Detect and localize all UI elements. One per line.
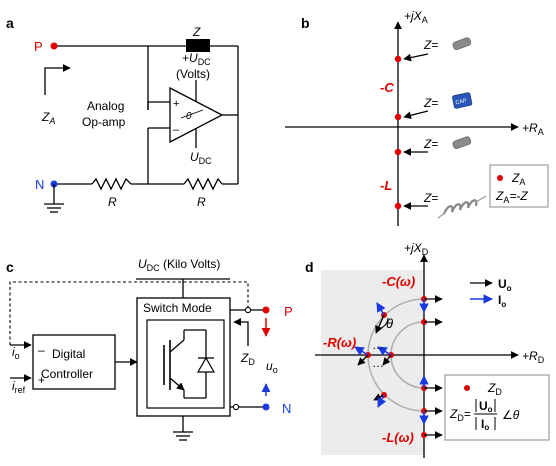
panel-d: d +jXD +RD xyxy=(305,241,550,458)
udc-label: +UDC xyxy=(182,51,211,67)
panel-b-label: b xyxy=(301,15,310,31)
z-eq-4: Z= xyxy=(423,191,438,205)
opamp-triangle xyxy=(169,86,224,144)
volts-label: (Volts) xyxy=(176,67,210,81)
r2-label: R xyxy=(197,195,206,209)
switch-mode-label: Switch Mode xyxy=(143,301,212,315)
b-legend xyxy=(489,164,549,208)
opamp-zero: 0 xyxy=(186,111,192,122)
analog-label: Analog xyxy=(87,99,124,113)
neg-l-label: -L xyxy=(380,178,392,193)
svg-text:∠θ: ∠θ xyxy=(502,408,520,422)
udc-bottom-label: UDC xyxy=(190,150,212,166)
d-legend xyxy=(444,374,550,441)
r1-label: R xyxy=(108,195,117,209)
uo-label: uo xyxy=(266,359,278,375)
z-eq-3: Z= xyxy=(423,137,438,151)
zd-label: ZD xyxy=(240,351,255,367)
resistor-r2 xyxy=(183,177,223,191)
resistor-component-icon-2 xyxy=(452,136,472,149)
neg-c-omega-label: -C(ω) xyxy=(382,274,415,289)
digital-label: Digital xyxy=(52,347,85,361)
capacitor-component-icon: CAP xyxy=(452,92,473,109)
point-2 xyxy=(394,113,402,121)
opamp-plus: + xyxy=(173,98,179,110)
legend-io: Io xyxy=(498,293,506,309)
d-legend-zd: ZD xyxy=(487,381,502,397)
port-p-label-c: P xyxy=(284,304,293,319)
panel-c: c UDC (Kilo Volts) Switch Mode Digital C… xyxy=(6,257,293,441)
digital-controller-box xyxy=(32,334,116,390)
port-p-dot xyxy=(50,42,58,50)
arrow-legend: Uo Io xyxy=(470,277,512,309)
point-3 xyxy=(394,148,402,156)
port-p-label: P xyxy=(34,39,43,54)
legend-uo: Uo xyxy=(498,277,512,293)
controller-label: Controller xyxy=(41,367,93,381)
b-legend-eq: ZA=-Z xyxy=(495,189,528,205)
point-1 xyxy=(394,55,402,63)
panel-a-label: a xyxy=(6,15,14,31)
neg-r-omega-label: -R(ω) xyxy=(323,335,356,350)
igbt-box xyxy=(146,319,225,409)
svg-text:CAP: CAP xyxy=(455,98,468,106)
resistor-r1 xyxy=(91,177,132,191)
port-n-label-c: N xyxy=(282,401,291,416)
udc-kilo-label: UDC (Kilo Volts) xyxy=(138,257,220,273)
d-x-axis-label: +RD xyxy=(522,349,545,365)
controller-minus: – xyxy=(38,343,45,357)
svg-text:Io: Io xyxy=(481,417,489,432)
panel-c-label: c xyxy=(6,259,14,275)
b-x-axis-label: +RA xyxy=(522,121,544,137)
theta-label: θ xyxy=(386,316,393,331)
panel-a: a P Z ZA + – 0 +UDC (Volts) Analog Op-am… xyxy=(6,15,239,213)
b-y-axis-label: +jXA xyxy=(404,9,428,25)
neg-c-label: -C xyxy=(380,80,394,95)
opamp-label: Op-amp xyxy=(82,115,126,129)
i-arrows xyxy=(354,299,429,425)
za-label: ZA xyxy=(41,110,55,126)
dots-upper: … xyxy=(372,338,384,352)
panel-b: b +jXA +RA -C -L Z= Z= CAP Z= Z= xyxy=(285,9,549,226)
port-n-label: N xyxy=(35,177,44,192)
panel-d-label: d xyxy=(305,259,314,275)
inductor-component-icon xyxy=(437,195,487,219)
svg-text:Uo: Uo xyxy=(479,399,493,414)
impedance-formula: ZD= Uo Io ∠θ xyxy=(449,399,520,432)
z-label: Z xyxy=(192,25,201,39)
controller-plus: + xyxy=(38,373,45,387)
d-y-axis-label: +jXD xyxy=(404,241,429,257)
z-eq-2: Z= xyxy=(423,96,438,110)
point-4 xyxy=(394,202,402,210)
dots-lower: … xyxy=(372,356,384,370)
impedance-z xyxy=(186,39,210,52)
b-legend-za: ZA xyxy=(511,171,525,187)
port-n-dot-c xyxy=(262,403,270,411)
resistor-component-icon xyxy=(452,37,472,50)
iref-label: iref xyxy=(12,379,26,395)
port-p-dot-c xyxy=(262,306,270,314)
neg-l-omega-label: -L(ω) xyxy=(382,430,414,445)
io-label: io xyxy=(12,345,20,361)
opamp-minus: – xyxy=(173,124,180,136)
z-eq-1: Z= xyxy=(423,38,438,52)
svg-text:ZD=: ZD= xyxy=(449,407,471,423)
